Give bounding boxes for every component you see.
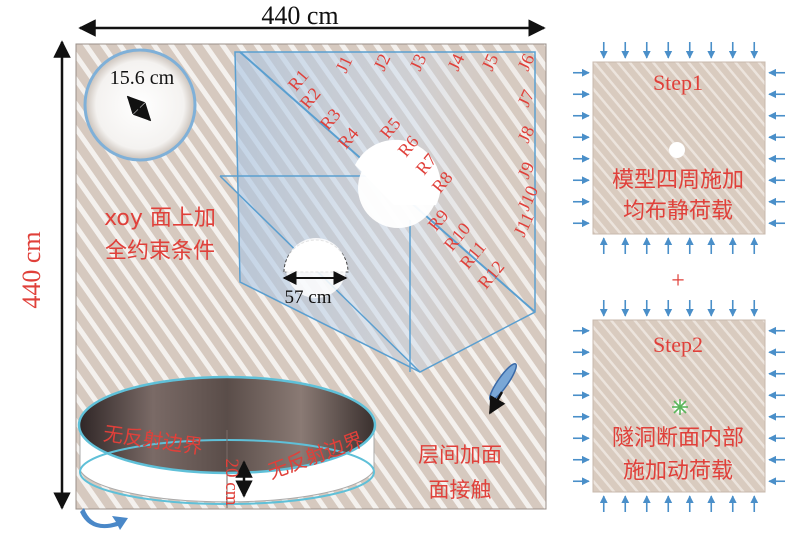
- rotation-indicator-icon: [80, 508, 128, 530]
- j-label: J2: [369, 51, 394, 74]
- step1-title: Step1: [653, 70, 703, 95]
- j-label: J6: [513, 51, 538, 74]
- step2-load-arrows: [573, 300, 785, 512]
- j-label: J7: [513, 87, 538, 110]
- dynamic-load-burst-icon: [672, 399, 688, 415]
- j-label: J9: [513, 159, 538, 182]
- step1-panel: [573, 42, 785, 254]
- interface-text-line1: 层间加面: [418, 443, 502, 467]
- left-dimension-label: 440 cm: [17, 231, 46, 308]
- step2-panel: [573, 300, 785, 512]
- small-hole-arrow: [126, 95, 152, 122]
- step2-text-line2: 施加动荷载: [623, 459, 733, 484]
- interface-text-line2: 面接触: [429, 478, 492, 502]
- j-label: J3: [405, 51, 430, 74]
- step2-title: Step2: [653, 332, 703, 357]
- top-dimension-label: 440 cm: [261, 1, 338, 30]
- plus-sign: +: [671, 268, 685, 294]
- step2-text-line1: 隧洞断面内部: [612, 426, 744, 451]
- step1-load-arrows: [573, 42, 785, 254]
- panel-outline: [234, 51, 536, 373]
- step1-hole: [669, 142, 685, 158]
- step1-text-line1: 模型四周施加: [612, 168, 744, 193]
- nonreflect-disc: [77, 375, 377, 508]
- thickness-label: 20 cm: [221, 459, 242, 506]
- step1-text-line2: 均布静荷载: [623, 199, 733, 224]
- j-label: J8: [513, 123, 538, 146]
- j-label: J4: [443, 51, 468, 74]
- constraint-text-line1: xoy 面上加: [104, 206, 216, 231]
- interface-arrow: [488, 391, 506, 415]
- constraint-text-line2: 全约束条件: [105, 239, 215, 264]
- j-label: J1: [331, 53, 356, 76]
- tunnel-dimension-label: 57 cm: [285, 287, 332, 308]
- small-hole-label: 15.6 cm: [110, 67, 175, 89]
- j-label: J5: [477, 51, 502, 74]
- tunnel-opening-circle: [358, 148, 438, 228]
